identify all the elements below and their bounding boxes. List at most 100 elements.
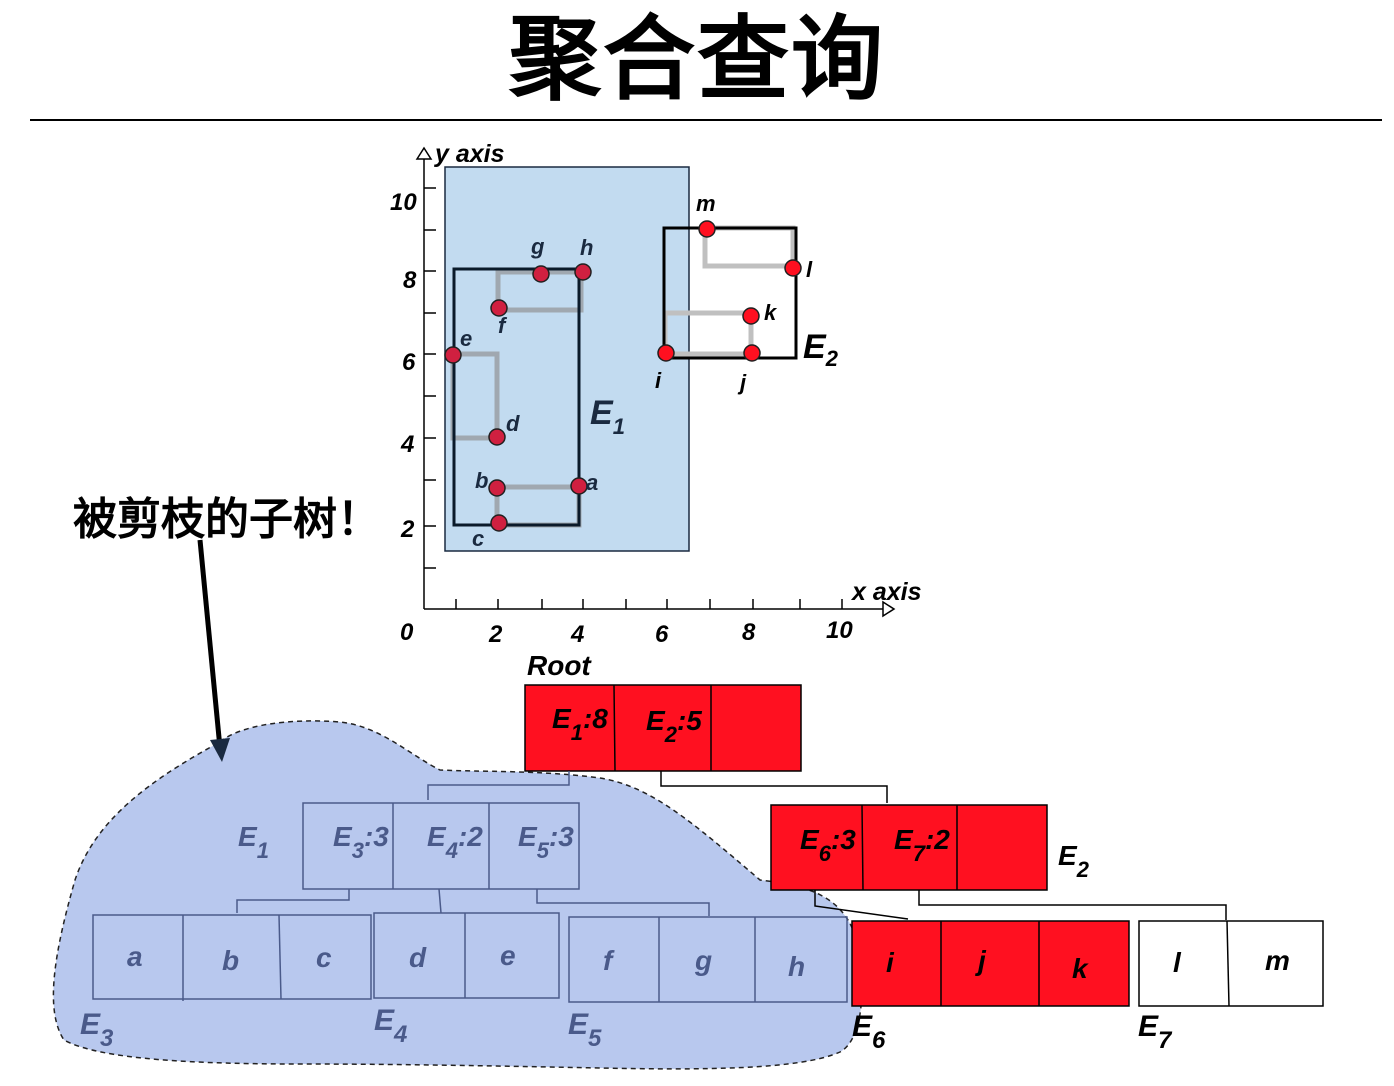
point-c	[490, 514, 508, 532]
leaf-item: g	[694, 945, 712, 976]
edge-root-e2	[660, 771, 888, 803]
leaf-item: i	[886, 947, 895, 978]
point-label: f	[498, 313, 508, 338]
rtree: Root E1:8 E2:5 E1 E3:3 E4:2 E5:3	[80, 650, 1324, 1054]
title-divider	[30, 119, 1382, 121]
point-label: m	[696, 191, 716, 216]
mbr-e2-outline	[662, 226, 798, 360]
point-label: j	[737, 370, 747, 395]
y-axis-arrow-icon	[415, 146, 433, 160]
leaf-e7-label: E7	[1138, 1010, 1173, 1054]
point-i	[657, 344, 675, 362]
point-label: a	[586, 470, 598, 495]
callout-arrow	[197, 539, 223, 749]
point-label: i	[655, 368, 662, 393]
e1-node-label: E1	[238, 821, 269, 863]
e2-entry: E7:2	[894, 824, 950, 866]
point-g	[532, 265, 550, 283]
y-tick-label: 8	[403, 267, 417, 294]
e2-entry: E6:3	[800, 824, 856, 866]
point-d	[488, 428, 506, 446]
point-b	[488, 479, 506, 497]
leaf-item: b	[222, 945, 239, 976]
point-label: h	[580, 235, 593, 260]
x-tick-label: 10	[826, 617, 853, 644]
y-tick-label: 2	[400, 516, 415, 543]
point-f	[490, 299, 508, 317]
root-label: Root	[527, 650, 592, 681]
pruned-subtree-region	[52, 720, 863, 1070]
e1-entry: E3:3	[333, 821, 389, 863]
e1-entry: E5:3	[518, 821, 574, 863]
data-points	[444, 220, 802, 532]
leaf-item: e	[500, 940, 516, 971]
point-m	[698, 220, 716, 238]
point-label: c	[472, 526, 484, 551]
point-k	[742, 307, 760, 325]
y-axis-label: y axis	[433, 140, 505, 168]
leaf-e3-label: E3	[80, 1008, 114, 1052]
root-node: E1:8 E2:5	[524, 684, 802, 772]
y-tick-label: 6	[402, 349, 416, 376]
mbr-e1-label: E1	[590, 394, 625, 439]
leaf-e3: a b c	[92, 914, 372, 1001]
leaf-item: d	[409, 942, 427, 973]
edge-e1-e3	[236, 889, 350, 913]
leaf-e6: i j k	[851, 920, 1130, 1007]
pruned-subtree-callout: 被剪枝的子树！	[73, 494, 381, 545]
point-label: b	[475, 468, 488, 493]
point-label: e	[460, 326, 472, 351]
point-h	[574, 263, 592, 281]
point-l	[784, 259, 802, 277]
x-tick-label: 0	[400, 619, 414, 646]
leaf-e7: l m	[1138, 920, 1324, 1007]
mbr-e1-outline	[452, 267, 581, 527]
leaf-item: a	[127, 941, 143, 972]
leaf-item: m	[1265, 945, 1290, 976]
x-tick-label: 4	[570, 621, 584, 648]
leaf-item: j	[974, 945, 987, 976]
leaf-e5: f g h	[568, 916, 848, 1003]
mbr-e2-label: E2	[803, 328, 839, 371]
leaf-e4-label: E4	[374, 1004, 407, 1048]
mbr-e1-shade	[444, 166, 690, 552]
e2-node-label: E2	[1058, 840, 1090, 882]
x-tick-label: 2	[488, 621, 503, 648]
leaf-item: l	[1173, 947, 1182, 978]
point-label: l	[806, 257, 813, 282]
edge-e1-e5	[536, 889, 710, 916]
mbr-e7	[702, 225, 796, 269]
edge-e1-e4	[438, 888, 442, 914]
edge-e2-e6	[814, 890, 909, 920]
leaf-e6-label: E6	[852, 1010, 886, 1054]
point-a	[570, 477, 588, 495]
point-label: d	[506, 411, 520, 436]
point-label: k	[764, 300, 778, 325]
y-tick-label: 4	[400, 431, 414, 458]
y-tick-label: 10	[390, 189, 417, 216]
point-label: g	[530, 234, 545, 259]
x-tick-label: 6	[655, 621, 669, 648]
leaf-e4: d e	[373, 912, 560, 999]
leaf-item: h	[788, 951, 805, 982]
callout-arrowhead-icon	[210, 738, 230, 762]
e1-node: E3:3 E4:2 E5:3	[302, 802, 580, 890]
e1-entry: E4:2	[427, 821, 483, 863]
point-e	[444, 346, 462, 364]
edge-root-e1	[427, 771, 570, 800]
spatial-plot: y axis x axis 10 8 6 4 2 0 2 4 6 8 10	[390, 140, 922, 648]
x-tick-label: 8	[742, 619, 756, 646]
root-entry: E1:8	[552, 703, 608, 745]
edge-e2-e7	[918, 890, 1227, 920]
e2-node: E6:3 E7:2	[770, 804, 1048, 891]
leaf-item: k	[1072, 953, 1089, 984]
x-axis-arrow-icon	[882, 600, 896, 618]
page-title: 聚合查询	[508, 6, 885, 113]
leaf-e5-label: E5	[568, 1008, 602, 1052]
point-j	[743, 344, 761, 362]
x-axis-label: x axis	[850, 578, 922, 606]
root-entry: E2:5	[646, 705, 702, 747]
leaf-item: c	[316, 942, 332, 973]
leaf-item: f	[603, 945, 615, 976]
